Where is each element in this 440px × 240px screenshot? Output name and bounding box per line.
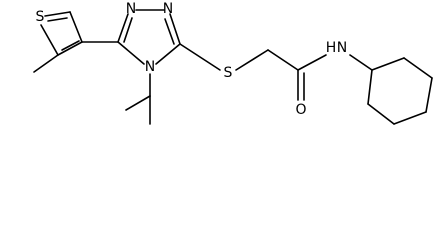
bond-ch-me1 — [125, 95, 151, 111]
cyclohexane-ring — [367, 57, 433, 125]
acetamide-chain — [179, 43, 373, 101]
bond-c5-n1-double — [123, 17, 133, 43]
bond-c4-c5 — [44, 11, 71, 17]
triazole-ring — [117, 9, 181, 65]
bond-c3-s — [179, 43, 221, 71]
bond-ch2-co — [267, 49, 299, 71]
bond-cy2 — [403, 57, 433, 79]
bond-c-n — [297, 54, 327, 71]
bond-c2-c3 — [57, 41, 83, 56]
structure-canvas: S N N N S H N O — [33, 1, 433, 125]
thiophene-ring — [33, 11, 83, 73]
bond-c3-c4 — [69, 11, 83, 43]
atom-amide-hydrogen: H — [326, 40, 337, 56]
atom-triazole-n2: N — [163, 1, 173, 17]
atom-thioether-sulfur: S — [224, 65, 233, 81]
bond-c3-n4 — [155, 43, 181, 65]
atom-triazole-n4: N — [145, 59, 155, 75]
bond-n-cyclohexyl — [349, 54, 373, 71]
bond-s-ch2 — [235, 49, 269, 71]
atom-amide-nitrogen: N — [337, 40, 347, 56]
molecule-diagram: S N N N S H N O — [33, 1, 433, 125]
bond-cy1 — [371, 57, 405, 71]
bond-methyl — [33, 54, 59, 73]
atom-carbonyl-oxygen: O — [295, 102, 306, 118]
bond-c2-c3-double — [61, 40, 80, 51]
bond-n4-c5 — [117, 41, 145, 65]
bond-n2-c3-double — [164, 18, 175, 45]
isopropyl-group — [125, 73, 151, 125]
bond-cy4 — [393, 111, 427, 125]
atom-triazole-n1: N — [126, 1, 136, 17]
bond-s1-c2 — [40, 24, 59, 56]
bond-cy5 — [367, 103, 395, 125]
bond-c5-n1 — [117, 13, 129, 43]
bond-cy3 — [425, 77, 433, 113]
atom-thiophene-sulfur: S — [36, 9, 45, 25]
bond-n2-c3 — [169, 13, 181, 45]
bond-c4-c5-double — [47, 17, 68, 22]
atom-labels: S N N N S H N O — [36, 1, 348, 118]
bond-cy6 — [367, 69, 373, 105]
